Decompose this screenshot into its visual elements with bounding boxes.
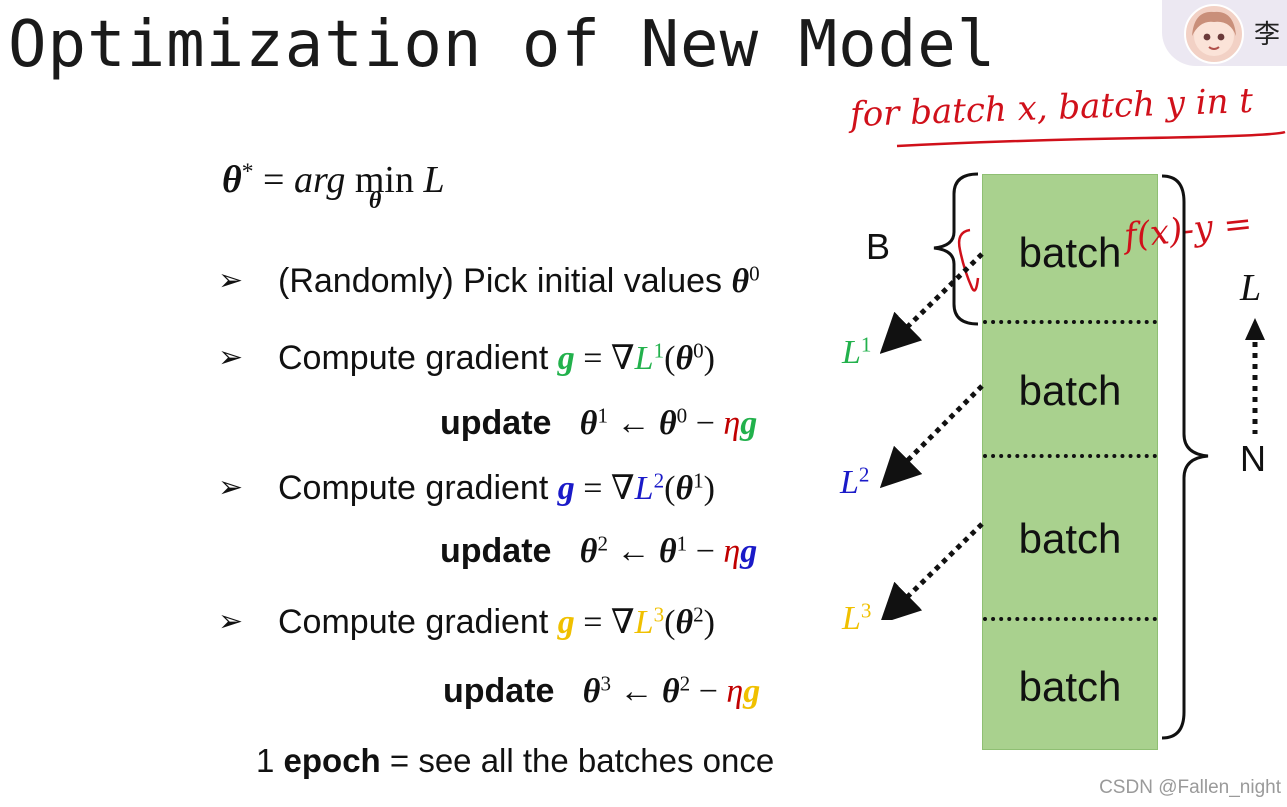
step-initial: (Randomly) Pick initial values θ0 [278, 261, 760, 300]
step-gradient-3: Compute gradient g = ∇L3(θ2) [278, 602, 715, 641]
loss-label-2: L2 [840, 462, 870, 501]
avatar [1184, 4, 1244, 64]
objective-formula: θ* = arg min θ L [222, 159, 445, 214]
batch-label: batch [1018, 229, 1122, 276]
handwritten-note-top: for batch x, batch y in t [849, 80, 1254, 136]
handwritten-underline [896, 130, 1286, 148]
num-batches-label: N [1240, 438, 1266, 479]
watermark: CSDN @Fallen_night [1099, 777, 1281, 798]
update-3: update θ3 ← θ2 − ηg [443, 671, 761, 710]
batch-column: batch batch batch batch [982, 174, 1158, 750]
epoch-definition: 1 epoch = see all the batches once [256, 742, 775, 779]
step-gradient-2: Compute gradient g = ∇L2(θ1) [278, 468, 715, 507]
update-1: update θ1 ← θ0 − ηg [440, 403, 758, 442]
batch-size-label: B [866, 226, 891, 267]
page-title: Optimization of New Model [8, 8, 997, 82]
dashed-up-arrow-icon [1245, 318, 1265, 434]
loss-label-1: L1 [842, 332, 872, 371]
arrow-batch1-to-L1 [880, 252, 984, 354]
loss-label-3: L3 [842, 598, 872, 637]
batch-label: batch [1018, 367, 1122, 414]
bullet-arrow-icon: ➢ [218, 341, 244, 374]
update-2: update θ2 ← θ1 − ηg [440, 531, 758, 570]
presenter-badge: 李 [1162, 0, 1287, 66]
step-gradient-1: Compute gradient g = ∇L1(θ0) [278, 338, 715, 377]
avatar-face-icon [1192, 11, 1236, 56]
arrow-batch2-to-L2 [880, 384, 984, 489]
right-brace-icon [1161, 174, 1209, 740]
batch-to-loss-arrows [880, 252, 984, 620]
bullet-arrow-icon: ➢ [218, 264, 244, 297]
presenter-name: 李 [1254, 19, 1281, 49]
batch-divider [983, 454, 1157, 458]
batch-label: batch [1018, 663, 1122, 710]
batch-divider [983, 617, 1157, 621]
bullet-arrow-icon: ➢ [218, 471, 244, 504]
loss-axis-label: L [1240, 267, 1262, 309]
batch-label: batch [1018, 515, 1122, 562]
arrow-batch3-to-L3 [880, 522, 984, 620]
bullet-arrow-icon: ➢ [218, 605, 244, 638]
batch-divider [983, 320, 1157, 324]
